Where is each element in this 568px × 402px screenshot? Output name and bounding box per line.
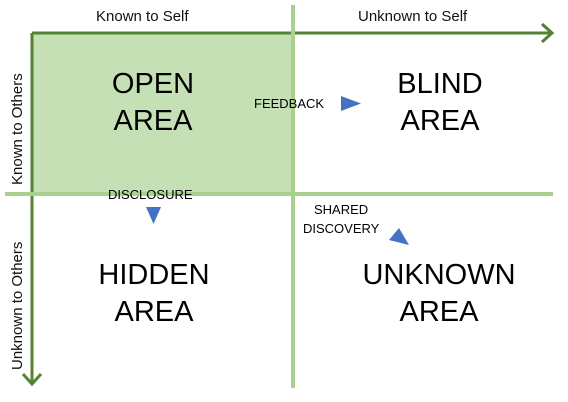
hidden-area-line2: AREA	[114, 296, 194, 328]
disclosure-arrow-icon	[146, 207, 161, 224]
left-axis-arrowhead	[21, 372, 43, 387]
shared-discovery-label-line2: DISCOVERY	[303, 221, 380, 236]
hidden-area-line1: HIDDEN	[98, 259, 210, 291]
disclosure-label: DISCLOSURE	[108, 187, 193, 202]
open-area-title: OPEN AREA	[63, 66, 243, 140]
blind-area-title: BLIND AREA	[350, 66, 530, 140]
open-area-fill	[32, 33, 293, 194]
top-axis-arrowhead	[540, 22, 555, 44]
blind-area-line2: AREA	[400, 105, 480, 137]
feedback-label: FEEDBACK	[254, 96, 325, 111]
unknown-area-line2: AREA	[399, 296, 479, 328]
known-to-self-label: Known to Self	[96, 8, 189, 25]
unknown-area-line1: UNKNOWN	[362, 259, 516, 291]
unknown-to-self-label: Unknown to Self	[358, 8, 468, 25]
unknown-area-title: UNKNOWN AREA	[349, 257, 529, 331]
open-area-line2: AREA	[113, 105, 193, 137]
hidden-area-title: HIDDEN AREA	[64, 257, 244, 331]
feedback-arrow-icon	[341, 96, 361, 111]
shared-discovery-arrow-icon	[389, 228, 409, 245]
blind-area-line1: BLIND	[397, 68, 483, 100]
shared-discovery-label-line1: SHARED	[314, 202, 369, 217]
open-area-line1: OPEN	[111, 68, 195, 100]
